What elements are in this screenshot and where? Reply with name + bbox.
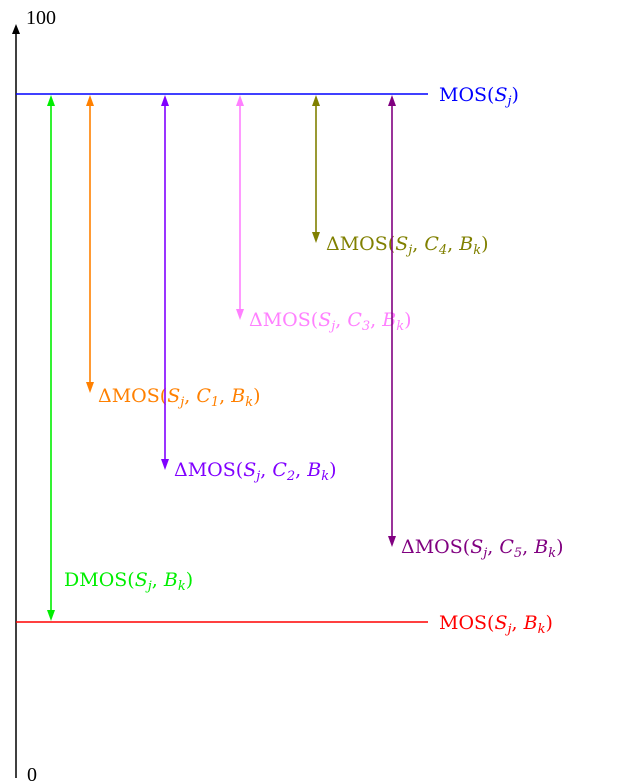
delta-mos-c3-arrow	[236, 95, 244, 320]
dmos-arrow	[47, 95, 55, 621]
axis-bottom-label: 0	[27, 764, 37, 784]
distorted-mos-label: MOS(Sj, Bk)	[439, 612, 553, 637]
dmos-label: DMOS(Sj, Bk)	[64, 569, 193, 594]
delta-mos-c5-label: ΔMOS(Sj, C5, Bk)	[401, 536, 564, 561]
axis-top-label: 100	[26, 7, 56, 29]
delta-mos-c2-label: ΔMOS(Sj, C2, Bk)	[174, 459, 337, 484]
delta-mos-c1-label: ΔMOS(Sj, C1, Bk)	[98, 385, 261, 410]
delta-mos-c3-label: ΔMOS(Sj, C3, Bk)	[249, 309, 412, 334]
reference-mos-label: MOS(Sj)	[439, 84, 519, 109]
delta-mos-c5-arrow	[388, 95, 396, 547]
delta-mos-c4-label: ΔMOS(Sj, C4, Bk)	[326, 233, 489, 258]
delta-mos-c4-arrow	[312, 95, 320, 243]
axis-arrowhead	[12, 24, 20, 34]
delta-mos-c2-arrow	[161, 95, 169, 470]
delta-mos-c1-arrow	[86, 95, 94, 393]
